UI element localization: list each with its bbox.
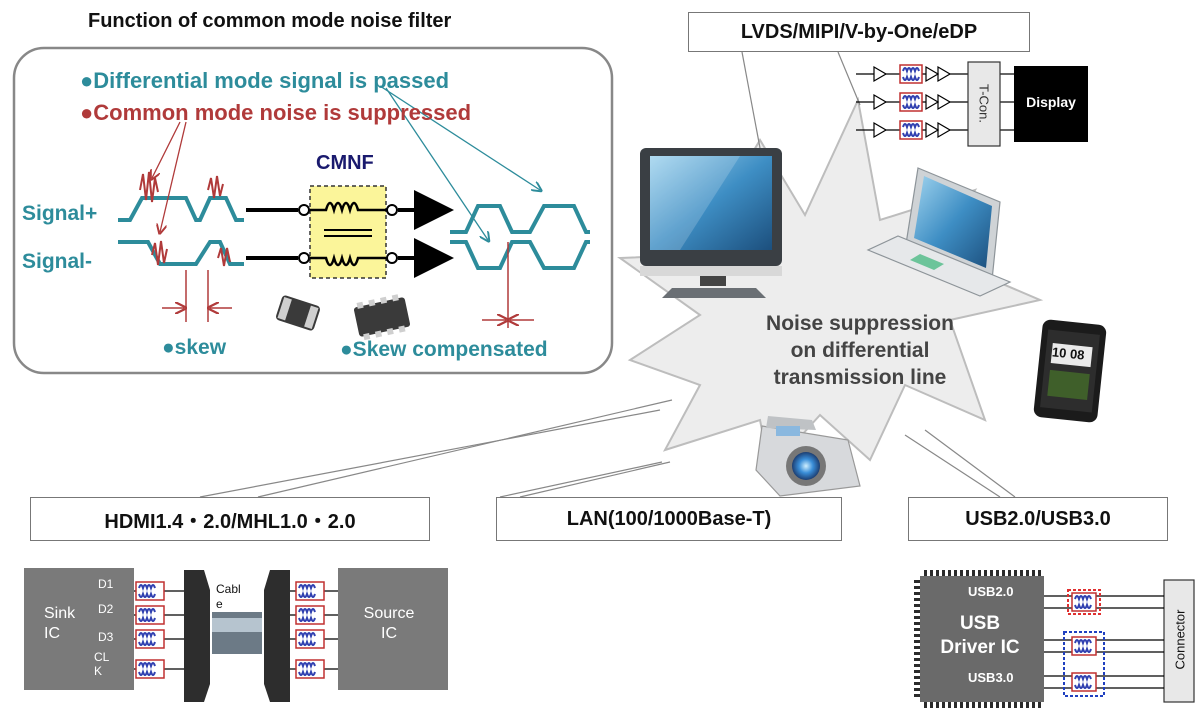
usb2-label: USB2.0	[968, 584, 1014, 599]
usb-driver-label: USB Driver IC	[940, 613, 1020, 658]
skew-label: ●skew	[162, 336, 227, 359]
usb-filter-icon	[1071, 672, 1097, 692]
chip-component-array	[354, 294, 410, 341]
signal-plus-label: Signal+	[22, 202, 98, 225]
lvds-filter-icon	[899, 64, 923, 84]
chip-component-2pin	[276, 295, 320, 331]
skew-compensated-indicator	[482, 242, 534, 328]
center-text: Noise suppression on differential transm…	[740, 310, 980, 391]
hdmi-channel-row	[134, 605, 338, 625]
signal-minus-waveform	[118, 240, 244, 266]
signal-minus-label: Signal-	[22, 250, 93, 273]
output-waveform	[450, 204, 590, 270]
common-noise-pointers	[152, 121, 187, 232]
common-mode-text: ●Common mode noise is suppressed	[80, 100, 472, 125]
hdmi-block	[24, 568, 448, 702]
signal-plus-waveform	[118, 196, 244, 222]
usb-connector-line-2	[924, 429, 1016, 498]
usb-block	[914, 570, 1195, 708]
hdmi-channel-row	[134, 629, 338, 649]
display-label: Display	[1026, 94, 1076, 110]
lvds-block	[856, 61, 1088, 147]
connector-label: Connector	[1172, 609, 1188, 670]
hdmi-filter-sink-icon	[135, 629, 165, 649]
sink-ic-label: Sink IC	[44, 605, 76, 642]
hdmi-filter-sink-icon	[135, 581, 165, 601]
lvds-channel-row	[856, 92, 1014, 112]
hdmi-connector-line	[257, 399, 673, 498]
lvds-channel-row	[856, 120, 1014, 140]
hdmi-channel-row	[134, 581, 338, 601]
hdmi-channel-clk: CL K	[94, 650, 109, 678]
lvds-connector-line-2	[837, 51, 861, 106]
differential-mode-text: ●Differential mode signal is passed	[80, 68, 450, 93]
center-text-line2: on differential	[790, 339, 930, 362]
lan-connector-line-2	[519, 461, 671, 498]
hdmi-connector-line-2	[199, 409, 661, 498]
hdmi-filter-source-icon	[295, 629, 325, 649]
hdmi-filter-source-icon	[295, 605, 325, 625]
cmnf-label: CMNF	[316, 152, 374, 174]
center-text-line1: Noise suppression	[766, 312, 954, 335]
lvds-filter-icon	[899, 92, 923, 112]
differential-pointers	[379, 85, 540, 240]
hdmi-filter-sink-icon	[135, 659, 165, 679]
hdmi-filter-source-icon	[295, 581, 325, 601]
lvds-channel-row	[856, 64, 1014, 84]
usb-filter-icon	[1071, 636, 1097, 656]
hdmi-filter-source-icon	[295, 659, 325, 679]
lvds-interface-label: LVDS/MIPI/V-by-One/eDP	[688, 12, 1030, 52]
cable-label: Cabl e	[216, 582, 241, 611]
laptop-image	[866, 167, 1012, 297]
hdmi-channel-row	[134, 659, 338, 679]
usb-connector-line	[904, 434, 1001, 498]
hdmi-interface-label: HDMI1.4・2.0/MHL1.0・2.0	[30, 497, 430, 541]
hdmi-channel-d2: D2	[98, 602, 114, 616]
hdmi-filter-sink-icon	[135, 605, 165, 625]
skew-indicator	[162, 270, 232, 322]
usb-interface-label: USB2.0/USB3.0	[908, 497, 1168, 541]
lvds-connector-line	[741, 51, 761, 149]
hdmi-channel-d3: D3	[98, 630, 114, 644]
tcon-label: T-Con.	[976, 83, 992, 123]
filter-panel-title: Function of common mode noise filter	[88, 10, 452, 32]
hdmi-channel-d1: D1	[98, 577, 114, 591]
lan-interface-label: LAN(100/1000Base-T)	[496, 497, 842, 541]
phone-image	[1033, 319, 1107, 423]
usb-filter-icon	[1071, 592, 1097, 612]
tv-image	[640, 148, 782, 298]
lvds-filter-icon	[899, 120, 923, 140]
cmnf-component	[298, 185, 398, 279]
skew-compensated-label: ●Skew compensated	[340, 338, 548, 361]
source-ic-label: Source IC	[363, 605, 415, 642]
usb3-label: USB3.0	[968, 670, 1014, 685]
noise-starburst	[617, 96, 1044, 473]
camera-image	[755, 416, 861, 497]
lan-connector-line	[499, 461, 663, 498]
center-text-line3: transmission line	[773, 366, 947, 389]
